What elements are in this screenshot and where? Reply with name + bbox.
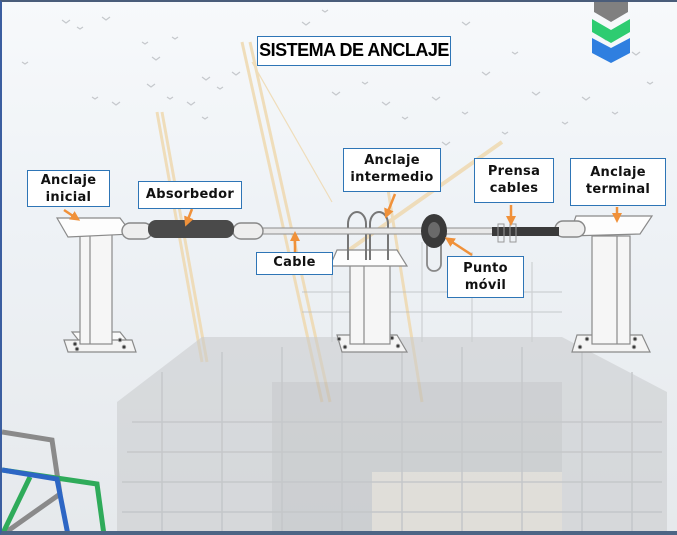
prensa-cables-shape	[492, 223, 559, 243]
punto-movil-shape	[421, 214, 447, 272]
logo-blue-chevron	[592, 38, 630, 63]
anclaje-terminal-pillar	[568, 215, 654, 353]
logo-gray-chevron	[594, 2, 628, 22]
chevron-stack-logo-icon	[592, 2, 630, 63]
label-absorbedor: Absorbedor	[138, 181, 242, 209]
absorbedor-shape	[148, 220, 234, 238]
slide-title: SISTEMA DE ANCLAJE	[257, 36, 451, 66]
arrow-absorbedor	[184, 208, 194, 227]
label-anclaje-inicial: Anclaje inicial	[27, 170, 110, 207]
label-anclaje-intermedio: Anclaje intermedio	[343, 148, 441, 192]
chain-links	[121, 220, 586, 240]
label-punto-movil: Punto móvil	[447, 256, 524, 298]
label-cable: Cable	[256, 252, 333, 275]
anclaje-inicial-pillar	[55, 217, 137, 353]
building-decoration	[117, 242, 667, 531]
line-art-decoration-icon	[2, 429, 106, 531]
anclaje-intermedio-pillar	[329, 211, 409, 353]
label-prensa-cables: Prensa cables	[474, 158, 554, 203]
birds-decoration	[21, 9, 654, 146]
arrow-anclaje-inicial	[63, 208, 81, 221]
label-anclaje-terminal: Anclaje terminal	[570, 158, 666, 206]
label-arrows	[63, 193, 622, 257]
logo-green-chevron	[592, 19, 630, 43]
arrow-anclaje-intermedio	[384, 193, 397, 219]
arrow-punto-movil	[444, 237, 473, 257]
